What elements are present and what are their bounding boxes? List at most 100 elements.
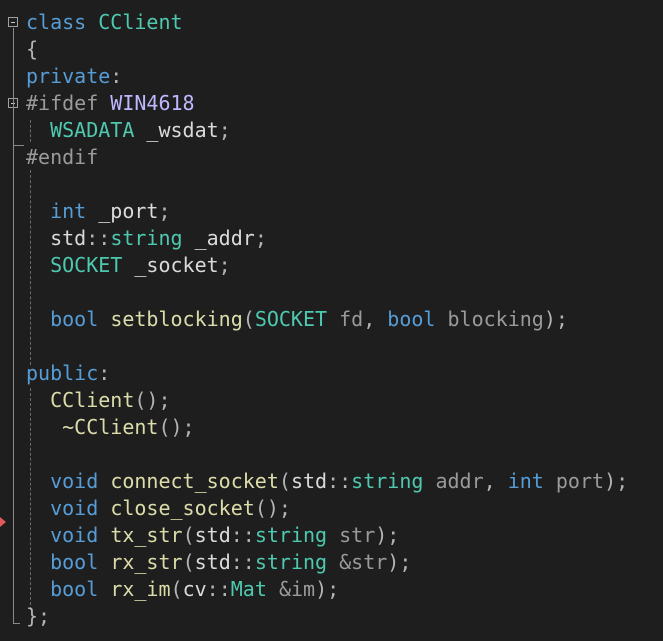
code-token: );	[315, 577, 340, 601]
code-line[interactable]: int _port;	[26, 198, 628, 225]
code-token: _addr	[182, 226, 255, 250]
code-line[interactable]: public:	[26, 360, 628, 387]
indent-guide	[30, 170, 31, 365]
code-token	[98, 496, 110, 520]
indent-guide	[30, 388, 31, 610]
code-token	[26, 523, 50, 547]
code-line[interactable]: #ifdef WIN4618	[26, 90, 628, 117]
code-line[interactable]: SOCKET _socket;	[26, 252, 628, 279]
code-line[interactable]: #endif	[26, 144, 628, 171]
code-token: string	[254, 550, 328, 574]
code-token: ;	[254, 226, 267, 250]
code-token: );	[543, 307, 568, 331]
code-token: ,	[483, 469, 508, 493]
code-token	[26, 118, 50, 142]
code-token: :	[98, 361, 111, 385]
collapse-class-icon[interactable]	[8, 17, 18, 27]
code-token: (	[182, 523, 195, 547]
code-line[interactable]	[26, 333, 628, 360]
code-token: ();	[254, 496, 291, 520]
code-token: public	[26, 361, 99, 385]
code-token: WSADATA	[50, 118, 135, 142]
code-token: _socket	[122, 253, 219, 277]
code-token	[327, 523, 339, 547]
code-token: cv	[182, 577, 207, 601]
code-token	[26, 415, 62, 439]
code-token: ::	[327, 469, 352, 493]
code-line[interactable]: class CClient	[26, 9, 628, 36]
code-token: ::	[230, 523, 255, 547]
code-line[interactable]: {	[26, 36, 628, 63]
code-line[interactable]: std::string _addr;	[26, 225, 628, 252]
code-token: int	[507, 469, 544, 493]
code-token: bool	[50, 307, 99, 331]
code-token	[98, 469, 110, 493]
code-token: int	[50, 199, 87, 223]
code-token: private	[26, 64, 111, 88]
code-token: connect_socket	[110, 469, 279, 493]
code-token: ,	[363, 307, 388, 331]
code-line[interactable]	[26, 279, 628, 306]
code-line[interactable]: bool setblocking(SOCKET fd, bool blockin…	[26, 306, 628, 333]
code-token: rx_im	[110, 577, 171, 601]
code-token: void	[50, 469, 99, 493]
code-token	[26, 496, 50, 520]
breakpoint-marker-icon[interactable]	[0, 517, 6, 527]
code-token: ;	[158, 199, 171, 223]
code-token: #ifdef	[26, 91, 99, 115]
code-token: &im	[278, 577, 316, 601]
code-token: string	[110, 226, 183, 250]
code-token: ::	[230, 550, 255, 574]
code-token: ::	[206, 577, 231, 601]
code-token	[26, 388, 50, 412]
code-token: class	[26, 10, 87, 34]
code-line[interactable]: void tx_str(std::string str);	[26, 522, 628, 549]
code-token: ;	[218, 118, 231, 142]
code-token: setblocking	[110, 307, 243, 331]
code-token: #endif	[26, 145, 99, 169]
code-token	[98, 550, 110, 574]
code-token: fd	[339, 307, 364, 331]
code-line[interactable]: void connect_socket(std::string addr, in…	[26, 468, 628, 495]
code-line[interactable]: private:	[26, 63, 628, 90]
code-token: WIN4618	[110, 91, 195, 115]
code-line[interactable]: };	[26, 603, 628, 630]
code-token: };	[26, 604, 51, 628]
code-line[interactable]: bool rx_im(cv::Mat &im);	[26, 576, 628, 603]
code-token: bool	[387, 307, 436, 331]
code-line[interactable]: void close_socket();	[26, 495, 628, 522]
code-token: tx_str	[110, 523, 183, 547]
code-token: _wsdat	[134, 118, 219, 142]
code-text[interactable]: class CClient{private:#ifdef WIN4618 WSA…	[26, 9, 628, 630]
code-line[interactable]: CClient();	[26, 387, 628, 414]
code-token: rx_str	[110, 550, 183, 574]
code-token: port	[555, 469, 605, 493]
code-token	[98, 577, 110, 601]
code-line[interactable]: bool rx_str(std::string &str);	[26, 549, 628, 576]
code-token: string	[254, 523, 328, 547]
code-token: ;	[218, 253, 231, 277]
code-token: close_socket	[110, 496, 255, 520]
code-line[interactable]	[26, 171, 628, 198]
code-token: CClient	[50, 388, 135, 412]
code-token: );	[375, 523, 400, 547]
code-token: Mat	[230, 577, 267, 601]
code-token: string	[351, 469, 424, 493]
code-token	[98, 91, 110, 115]
code-token: (	[242, 307, 255, 331]
code-line[interactable]	[26, 441, 628, 468]
code-token	[267, 577, 279, 601]
code-token: (	[182, 550, 195, 574]
code-token: :	[110, 64, 123, 88]
code-token	[26, 253, 50, 277]
outline-guide-class	[13, 28, 14, 118]
code-token	[98, 523, 110, 547]
indent-guide	[30, 120, 31, 142]
code-token	[327, 550, 339, 574]
code-token: void	[50, 496, 99, 520]
code-token	[435, 307, 447, 331]
code-token: );	[387, 550, 412, 574]
code-line[interactable]: ~CClient();	[26, 414, 628, 441]
code-line[interactable]: WSADATA _wsdat;	[26, 117, 628, 144]
